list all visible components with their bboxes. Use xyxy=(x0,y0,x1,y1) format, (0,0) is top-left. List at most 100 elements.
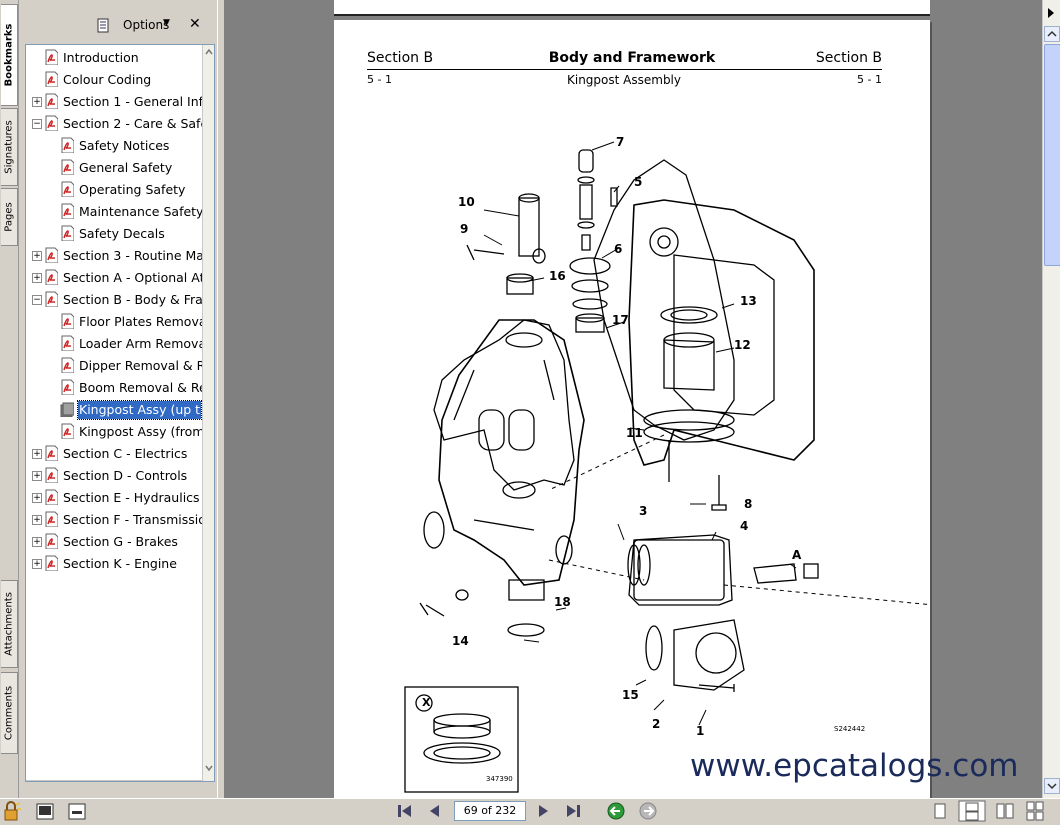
page-number-field[interactable]: 69 of 232 xyxy=(454,801,526,821)
bookmark-item[interactable]: Introduction xyxy=(26,47,202,69)
bookmark-item[interactable]: +Section D - Controls xyxy=(26,465,202,487)
bookmark-item[interactable]: Safety Notices xyxy=(26,135,202,157)
expand-toggle[interactable]: + xyxy=(32,97,42,107)
bookmark-item[interactable]: + Section 1 - General Info xyxy=(26,91,211,113)
inset-code: 347390 xyxy=(486,775,513,783)
expand-toggle[interactable]: + xyxy=(32,251,42,261)
header-rule xyxy=(367,69,882,70)
tab-attachments[interactable]: Attachments xyxy=(1,580,18,668)
expand-toggle[interactable]: + xyxy=(32,449,42,459)
kingpost-exploded-diagram xyxy=(404,141,930,793)
bookmark-item[interactable]: Kingpost Assy (from xyxy=(26,421,204,443)
facing-view-icon[interactable] xyxy=(994,800,1016,822)
bookmark-item[interactable]: +Section F - Transmissio xyxy=(26,509,206,531)
bookmark-item[interactable]: Boom Removal & Re xyxy=(26,377,207,399)
tab-signatures[interactable]: Signatures xyxy=(1,108,18,186)
pdf-bookmark-icon xyxy=(61,203,74,219)
scroll-up-icon[interactable] xyxy=(1044,26,1060,42)
next-page-icon[interactable] xyxy=(532,800,554,822)
pdf-bookmark-icon xyxy=(61,181,74,197)
figure-code: S242442 xyxy=(834,725,866,733)
bookmark-label: Section C - Electrics xyxy=(63,446,188,461)
single-page-view-icon[interactable] xyxy=(929,800,951,822)
first-page-icon[interactable] xyxy=(394,800,416,822)
pdf-bookmark-icon xyxy=(61,379,74,395)
bookmark-item[interactable]: Colour Coding xyxy=(26,69,202,91)
watermark-text: www.epcatalogs.com xyxy=(690,748,1019,784)
document-viewport: Section B Body and Framework Section B 5… xyxy=(224,0,1042,800)
bookmark-label: Introduction xyxy=(63,50,139,65)
expand-toggle[interactable]: + xyxy=(32,559,42,569)
bookmark-item[interactable]: +Section 3 - Routine Ma xyxy=(26,245,204,267)
pdf-bookmark-icon xyxy=(45,445,58,461)
bookmark-item[interactable]: +Section A - Optional At xyxy=(26,267,204,289)
bookmark-item[interactable]: Kingpost Assy (up t xyxy=(26,399,203,421)
expand-toggle[interactable]: + xyxy=(32,273,42,283)
collapse-toggle[interactable]: − xyxy=(32,119,42,129)
tab-pages-label: Pages xyxy=(3,202,15,232)
document-vertical-scrollbar[interactable] xyxy=(1042,0,1060,798)
continuous-facing-view-icon[interactable] xyxy=(1024,800,1046,822)
bookmark-item[interactable]: Operating Safety xyxy=(26,179,202,201)
scroll-down-icon[interactable] xyxy=(203,761,215,775)
bookmark-options-icon[interactable] xyxy=(97,18,111,34)
chevron-down-icon[interactable]: ▼ xyxy=(163,18,170,28)
bookmark-item[interactable]: Dipper Removal & R xyxy=(26,355,205,377)
part-callout: 14 xyxy=(452,634,469,648)
expand-toggle[interactable]: + xyxy=(32,537,42,547)
expand-toggle[interactable]: + xyxy=(32,515,42,525)
minimize-panel-icon[interactable] xyxy=(66,801,88,823)
bookmark-item[interactable]: +Section E - Hydraulics xyxy=(26,487,202,509)
expand-toggle[interactable]: + xyxy=(32,493,42,503)
collapse-right-pane-icon[interactable] xyxy=(1044,6,1058,20)
bookmark-item[interactable]: Maintenance Safety xyxy=(26,201,203,223)
security-lock-icon[interactable] xyxy=(1,801,23,823)
bookmark-item[interactable]: −Section 2 - Care & Safe xyxy=(26,113,208,135)
fit-page-icon[interactable] xyxy=(34,801,56,823)
bookmark-item[interactable]: + Section G - Brakes xyxy=(26,531,202,553)
bookmark-item[interactable]: Floor Plates Remova xyxy=(26,311,207,333)
bookmark-item[interactable]: +Section K - Engine xyxy=(26,553,202,575)
scroll-down-icon[interactable] xyxy=(1044,778,1060,794)
navigation-tabs-strip: Bookmarks Signatures Pages Attachments C… xyxy=(0,0,19,798)
bookmark-item[interactable]: −Section B - Body & Fra xyxy=(26,289,203,311)
collapse-toggle[interactable]: − xyxy=(32,295,42,305)
bookmark-item[interactable]: Loader Arm Remova xyxy=(26,333,206,355)
tab-pages[interactable]: Pages xyxy=(1,188,18,246)
bookmark-selected-icon xyxy=(60,402,74,417)
header-right: Section B xyxy=(815,50,882,66)
tab-comments[interactable]: Comments xyxy=(1,672,18,754)
part-callout: 1 xyxy=(696,724,705,738)
top-cover-drawing xyxy=(628,199,815,466)
expand-toggle[interactable]: + xyxy=(32,471,42,481)
bookmark-item[interactable]: + Section C - Electrics xyxy=(26,443,202,465)
last-page-icon[interactable] xyxy=(562,800,584,822)
small-parts-drawing xyxy=(419,149,819,692)
bookmark-label: Section 1 - General Info xyxy=(63,94,211,109)
go-forward-icon[interactable] xyxy=(637,800,659,822)
go-back-icon[interactable] xyxy=(605,800,627,822)
tree-horizontal-scrollbar[interactable] xyxy=(26,780,202,781)
bookmark-label: Section G - Brakes xyxy=(63,534,178,549)
part-callout: 7 xyxy=(616,135,625,149)
options-menu-button[interactable]: Options xyxy=(123,18,170,32)
bookmark-item[interactable]: General Safety xyxy=(26,157,202,179)
part-callout: 6 xyxy=(614,242,623,256)
tree-vertical-scrollbar[interactable] xyxy=(202,45,215,781)
document-scroll-thumb[interactable] xyxy=(1044,44,1060,266)
scroll-up-icon[interactable] xyxy=(203,45,215,59)
subheader-left: 5 - 1 xyxy=(367,73,392,86)
previous-page-icon[interactable] xyxy=(424,800,446,822)
tab-bookmarks[interactable]: Bookmarks xyxy=(1,4,18,106)
close-panel-button[interactable]: ✕ xyxy=(189,16,201,32)
pdf-bookmark-icon xyxy=(45,291,58,307)
pdf-bookmark-icon xyxy=(61,137,74,153)
continuous-view-icon[interactable] xyxy=(958,800,986,822)
bookmark-label: General Safety xyxy=(79,160,173,175)
pdf-bookmark-icon xyxy=(45,269,58,285)
pdf-bookmark-icon xyxy=(45,489,58,505)
bookmark-item[interactable]: Safety Decals xyxy=(26,223,202,245)
kingpost-pin-drawing xyxy=(643,306,735,443)
subheader-title: Kingpost Assembly xyxy=(567,73,681,87)
bookmark-label: Dipper Removal & R xyxy=(79,358,206,373)
